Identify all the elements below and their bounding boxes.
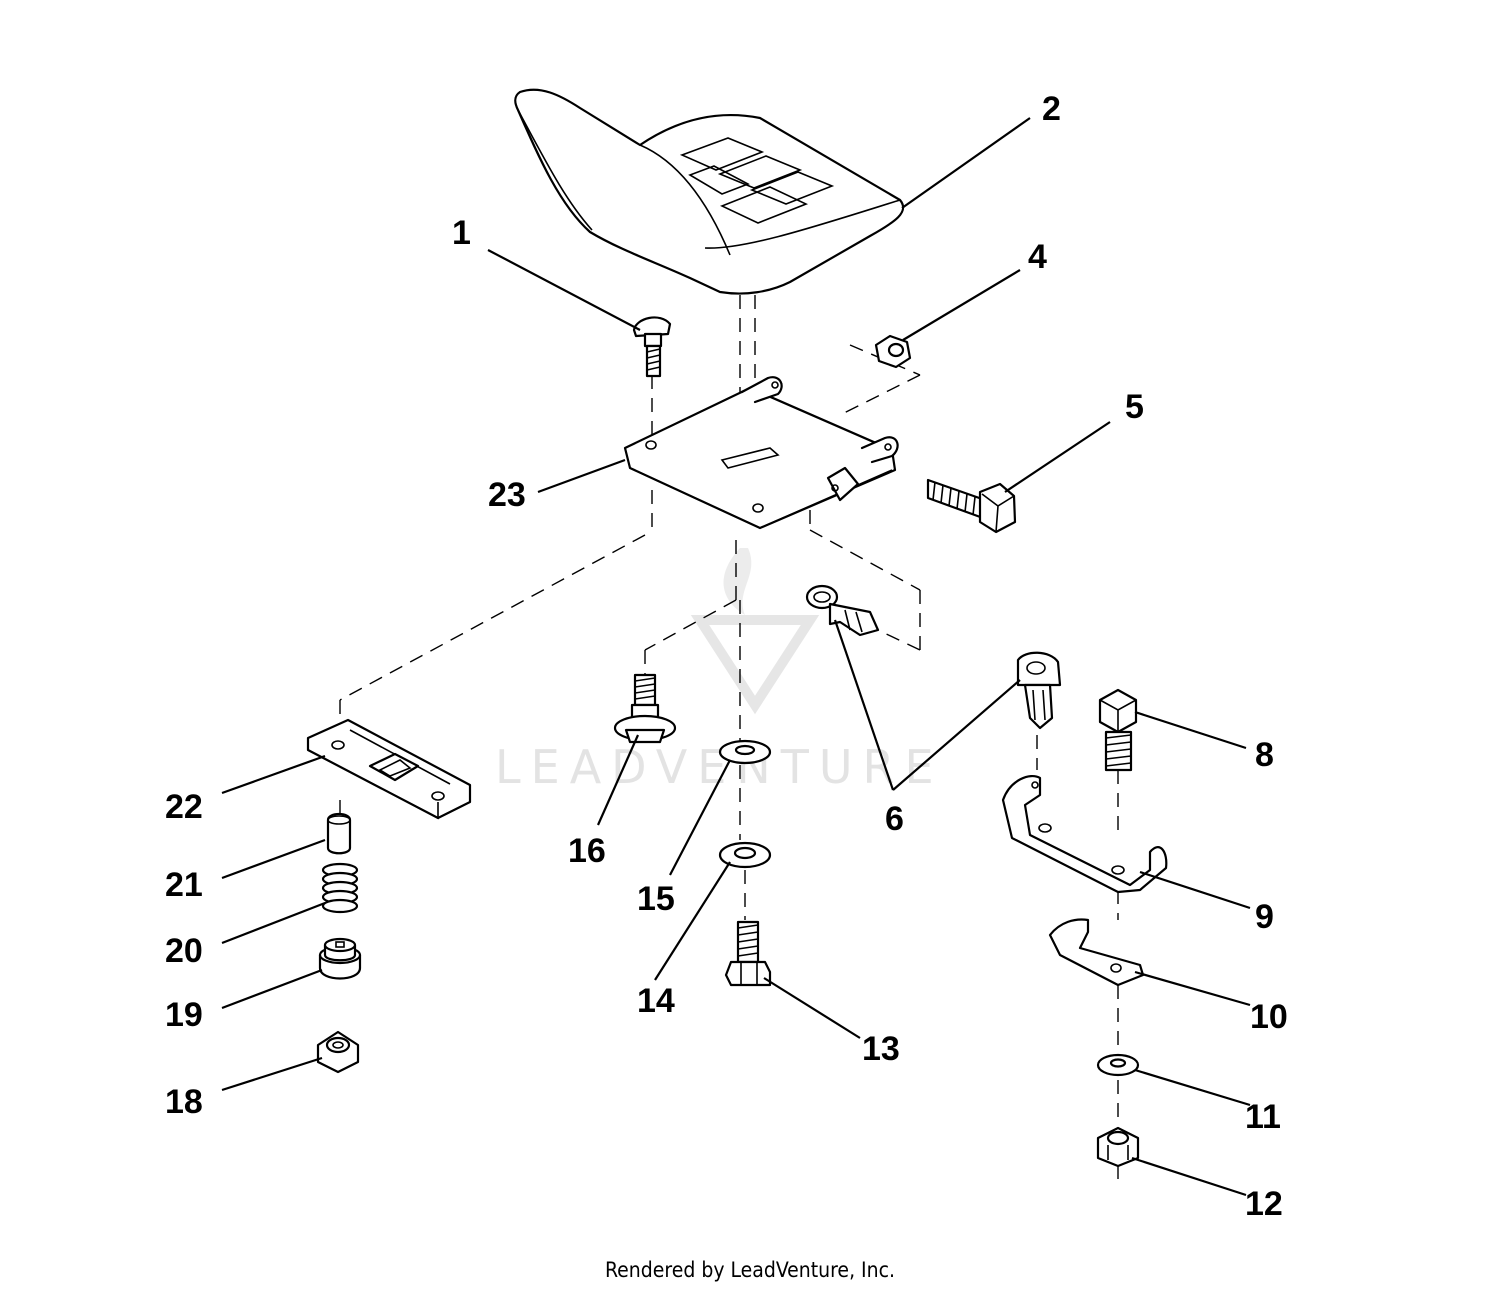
callout-1: 1 — [452, 214, 471, 252]
pin-part — [326, 812, 352, 855]
latch-plate-part — [306, 718, 472, 820]
assembly-lines — [339, 295, 1119, 1185]
wire-clip-part-a — [805, 584, 880, 637]
washer-part — [718, 841, 772, 869]
hex-bolt-13-part — [724, 920, 772, 987]
callout-9: 9 — [1255, 898, 1274, 936]
callout-8: 8 — [1255, 736, 1274, 774]
callout-10: 10 — [1250, 998, 1288, 1036]
leader-lines — [221, 117, 1251, 1197]
hex-bolt-part — [926, 478, 1017, 534]
lock-nut-part — [1096, 1126, 1140, 1168]
seat-plate-part — [623, 376, 899, 530]
callout-labels: 1 2 4 5 6 8 9 10 11 12 13 14 15 16 18 19… — [165, 90, 1288, 1223]
callout-23: 23 — [488, 476, 526, 514]
clip-plate-part — [1048, 918, 1145, 987]
callout-11: 11 — [1245, 1098, 1281, 1136]
callout-5: 5 — [1125, 388, 1144, 426]
callout-12: 12 — [1245, 1185, 1283, 1223]
callout-16: 16 — [568, 832, 606, 870]
watermark-text: LEADVENTURE — [495, 740, 944, 794]
footer-credit: Rendered by LeadVenture, Inc. — [605, 1258, 895, 1282]
callout-14: 14 — [637, 982, 675, 1020]
watermark: LEADVENTURE — [495, 548, 944, 794]
callout-22: 22 — [165, 788, 203, 826]
shoulder-bolt-part — [613, 673, 677, 744]
hex-nut-part — [874, 334, 912, 369]
callout-18: 18 — [165, 1083, 203, 1121]
callout-6: 6 — [885, 800, 904, 838]
callout-20: 20 — [165, 932, 203, 970]
flat-washer-part — [718, 739, 772, 765]
callout-15: 15 — [637, 880, 675, 918]
spacer-part — [318, 937, 362, 980]
callout-2: 2 — [1042, 90, 1061, 128]
callout-4: 4 — [1028, 238, 1047, 276]
carriage-bolt-part — [632, 316, 672, 378]
wire-clip-part-b — [1016, 651, 1062, 730]
washer-11-part — [1096, 1053, 1140, 1077]
flange-nut-part — [316, 1030, 360, 1074]
mounting-bracket-part — [1001, 774, 1168, 894]
hex-bolt-8-part — [1098, 688, 1138, 772]
callout-13: 13 — [862, 1030, 900, 1068]
callout-21: 21 — [165, 866, 203, 904]
callout-19: 19 — [165, 996, 203, 1034]
seat-part — [514, 88, 905, 295]
spring-part — [321, 862, 359, 914]
